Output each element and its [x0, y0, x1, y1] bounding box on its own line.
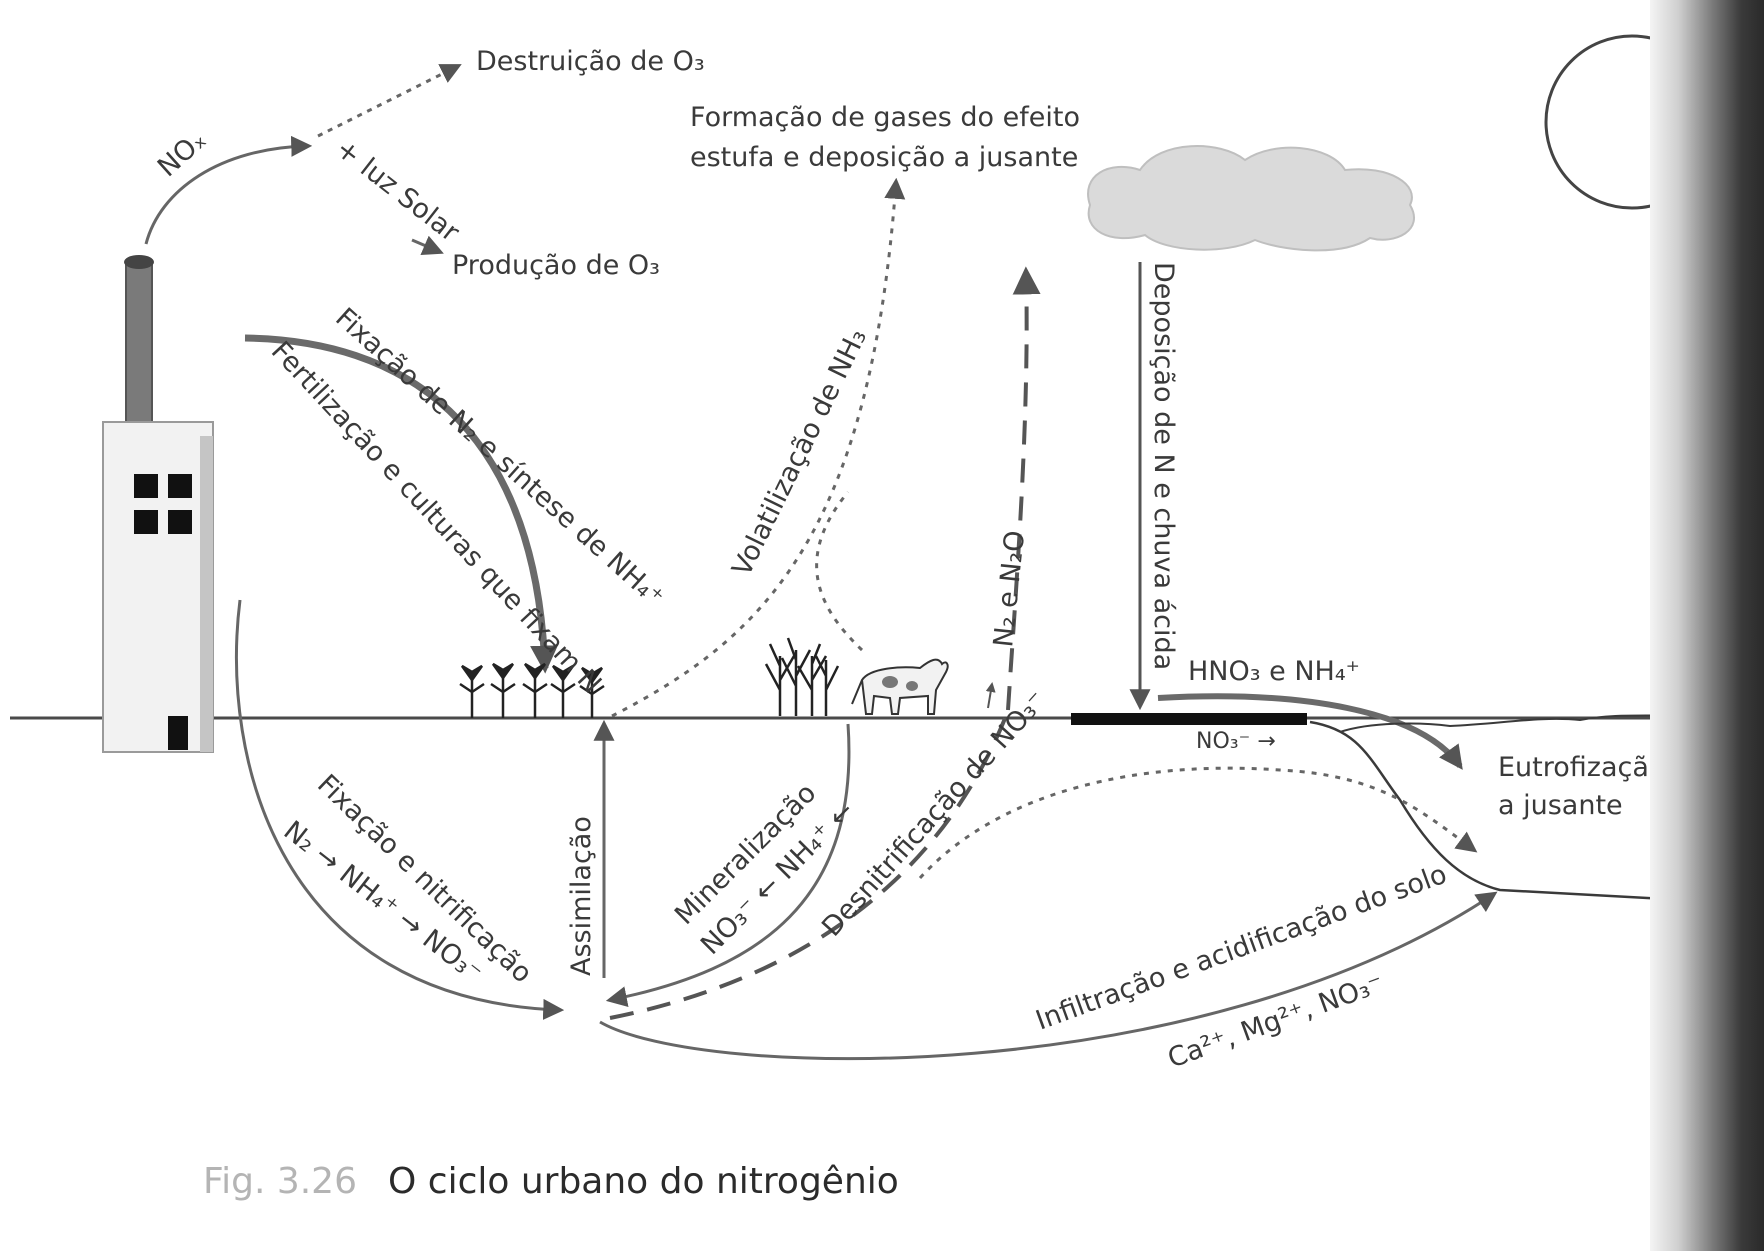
volatilizacao-label: Volatilização de NH₃	[726, 324, 873, 581]
destruicao-o3-label: Destruição de O₃	[476, 46, 705, 77]
production-arrow	[411, 235, 444, 256]
deposition-bar	[1071, 713, 1307, 725]
cloud-icon	[1087, 145, 1415, 252]
n2-n2o-arrow	[1006, 266, 1041, 711]
formacao-gases-line1: Formação de gases do efeito	[690, 102, 1080, 133]
mineralization-arrow	[605, 723, 851, 1007]
deposicao-chuva-label: Deposição de N e chuva ácida	[1148, 262, 1179, 670]
n2-n2o-label: N₂ e N₂O	[988, 529, 1031, 649]
crops-icon	[459, 662, 605, 718]
nox-arrow	[144, 135, 313, 245]
no3-flow-label: NO₃⁻ →	[1196, 729, 1276, 754]
denitrification-arrow	[609, 715, 1008, 1020]
stream-bank	[1309, 720, 1721, 904]
page-edge-shadow	[1650, 0, 1764, 1251]
figure-number: Fig. 3.26	[203, 1161, 357, 1202]
infiltracao-label: Infiltração e acidificação do solo	[1032, 859, 1451, 1037]
hno3-nh4-label: HNO₃ e NH₄⁺	[1188, 656, 1360, 687]
leaching-arrow	[918, 766, 1478, 880]
ions-label: Ca²⁺, Mg²⁺, NO₃⁻	[1164, 968, 1388, 1075]
eutrofizacao-line1: Eutrofização	[1498, 752, 1665, 783]
corn-icon	[764, 637, 840, 716]
assimilacao-label: Assimilação	[566, 816, 597, 976]
destruction-arrow	[317, 64, 462, 138]
runoff-arrow	[1157, 693, 1463, 770]
producao-o3-label: Produção de O₃	[452, 250, 660, 281]
infiltration-arrow	[599, 891, 1498, 1061]
cow-icon	[851, 658, 949, 715]
figure-caption: O ciclo urbano do nitrogênio	[388, 1161, 899, 1202]
eutrofizacao-line2: a jusante	[1498, 790, 1623, 821]
fixation-arrow	[244, 334, 559, 674]
factory-icon	[102, 255, 214, 753]
luz-solar-label: + luz Solar	[330, 133, 466, 249]
formacao-gases-line2: estufa e deposição a jusante	[690, 142, 1078, 173]
nitrification-arrow	[234, 599, 565, 1020]
